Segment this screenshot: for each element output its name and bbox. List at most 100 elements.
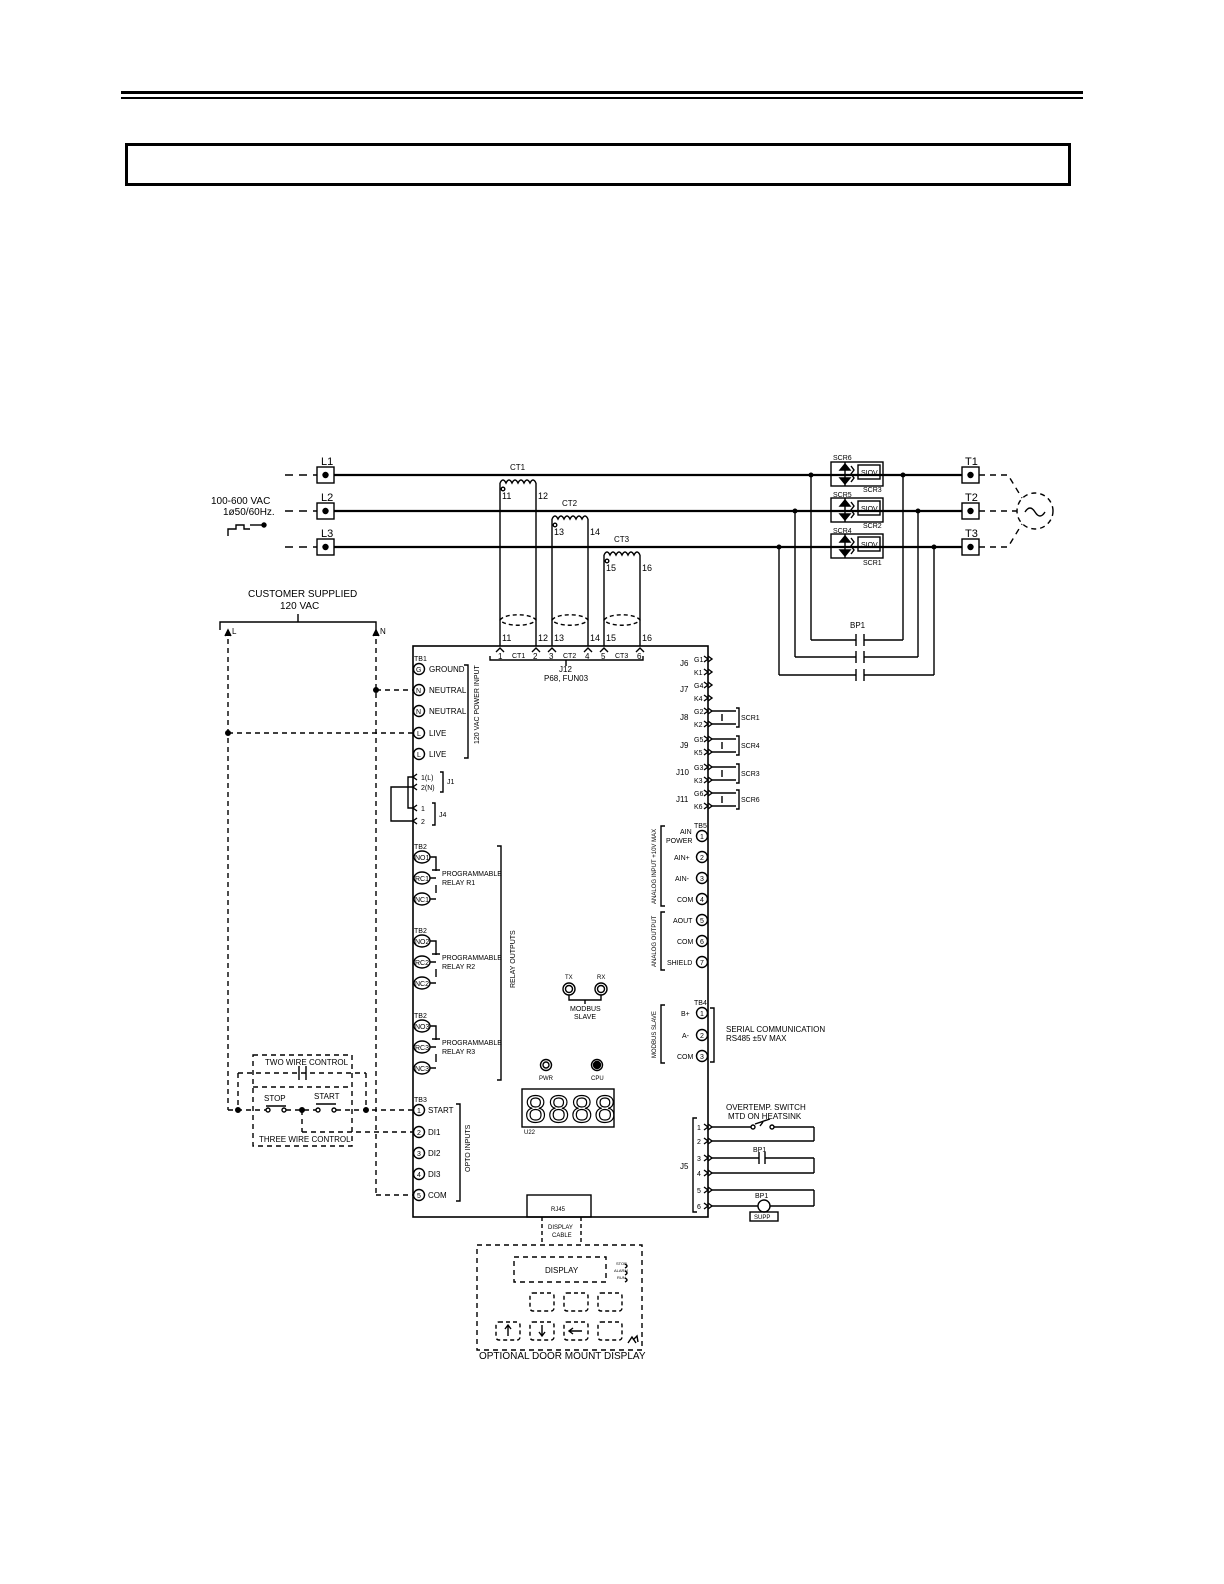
customer-l-label: L [232, 627, 237, 636]
tb3-terminal-circles [412, 1103, 461, 1202]
two-wire-label: TWO WIRE CONTROL [265, 1058, 349, 1067]
serial-comm-label: SERIAL COMMUNICATION [726, 1025, 825, 1034]
gate-connectors [703, 655, 740, 810]
tb2-label-3: TB2 [414, 1013, 427, 1020]
u22-label: U22 [524, 1130, 536, 1136]
j5-pin-1: 1 [697, 1125, 701, 1132]
board-indicators [521, 982, 615, 1245]
scr-block-1 [830, 461, 884, 487]
supply-phase-label: 1ø50/60Hz. [223, 507, 275, 518]
slave-label: SLAVE [574, 1014, 596, 1021]
power-lines [227, 466, 1054, 556]
start-stop-control-wiring [228, 1054, 413, 1196]
tb5-name-6: COM [677, 939, 694, 946]
j5-pin-4: 4 [697, 1171, 701, 1178]
tb3-name-2: DI1 [428, 1128, 441, 1137]
overtemp-label-2: MTD ON HEATSINK [728, 1112, 802, 1121]
tb5-name-5: AOUT [673, 918, 693, 925]
tb1-name-4: LIVE [429, 729, 446, 738]
j12-label: J12 [559, 665, 572, 674]
j12-pin-4: 4 [585, 652, 590, 661]
door-caption: OPTIONAL DOOR MOUNT DISPLAY [479, 1351, 646, 1362]
customer-n-label: N [380, 627, 386, 636]
tb1-sym-5: L [417, 752, 421, 759]
gate-pin-g2: G2 [694, 709, 703, 716]
tb4-group-label: MODBUS SLAVE [652, 1011, 658, 1058]
bypass-contactor-loops [778, 475, 935, 681]
gate-pin-k1: K1 [694, 670, 703, 677]
overtemp-label-1: OVERTEMP. SWITCH [726, 1103, 806, 1112]
tb3-sym-5: 5 [417, 1193, 421, 1200]
label-l3: L3 [321, 528, 333, 540]
j7-label: J7 [680, 685, 689, 694]
ct-wire-15: 15 [606, 633, 616, 643]
tb5-num-1: 1 [700, 834, 704, 841]
relay2-nc: NC2 [415, 981, 429, 988]
scr-assemblies [776, 461, 937, 681]
door-mount-display [476, 1244, 643, 1351]
gate-pin-k3: K3 [694, 778, 703, 785]
ct3-pin-15: 15 [606, 563, 616, 573]
ct1-pin-12: 12 [538, 491, 548, 501]
gate-pin-g6: G6 [694, 791, 703, 798]
gate-pin-g3: G3 [694, 765, 703, 772]
relay2-rc: RC2 [415, 960, 429, 967]
ct1-label: CT1 [510, 463, 526, 472]
ct3-label: CT3 [614, 535, 630, 544]
j5-bp1-label-2: BP1 [755, 1193, 768, 1200]
tb5-analog-input-group: ANALOG INPUT +10V MAX [652, 829, 658, 904]
relay1-nc: NC1 [415, 897, 429, 904]
j6-label: J6 [680, 659, 689, 668]
siov-label-3: SIOV [861, 542, 878, 549]
scr-block-2 [830, 497, 884, 523]
ct-wire-16: 16 [642, 633, 652, 643]
cpu-label: CPU [591, 1076, 604, 1082]
tb3-name-1: START [428, 1106, 454, 1115]
relay1-name: RELAY R1 [442, 880, 475, 887]
rj45-port [526, 1194, 592, 1218]
tb5-num-4: 4 [700, 897, 704, 904]
siov-label-2: SIOV [861, 506, 878, 513]
gate-pin-g5: G5 [694, 737, 703, 744]
door-display-label: DISPLAY [545, 1266, 579, 1275]
bp1-label: BP1 [850, 621, 866, 630]
j5-label: J5 [680, 1162, 689, 1171]
relay3-nc: NC3 [415, 1066, 429, 1073]
tb4-name-2: A- [682, 1033, 690, 1040]
relay3-name: RELAY R3 [442, 1049, 475, 1056]
rj45-label: RJ45 [551, 1207, 566, 1213]
tb1-name-1: GROUND [429, 665, 465, 674]
label-t3: T3 [965, 528, 978, 540]
tb5-num-2: 2 [700, 855, 704, 862]
relay3-prog: PROGRAMMABLE [442, 1040, 502, 1047]
j4-label: J4 [439, 812, 447, 819]
gate-pin-k5: K5 [694, 750, 703, 757]
j5-pin-3: 3 [697, 1156, 701, 1163]
control-board [412, 645, 709, 1218]
ct2-pin-13: 13 [554, 527, 564, 537]
tb1-name-3: NEUTRAL [429, 707, 467, 716]
door-alarm-label: ALARM [614, 1268, 628, 1273]
j10-label: J10 [676, 768, 689, 777]
j12-ct1-label: CT1 [512, 653, 525, 660]
tb5-analog-output-group: ANALOG OUTPUT [652, 915, 658, 967]
ct-wire-12: 12 [538, 633, 548, 643]
tb5-name-4: COM [677, 897, 694, 904]
tb3-label: TB3 [414, 1097, 427, 1104]
stop-label: STOP [264, 1094, 286, 1103]
gate-pin-k4: K4 [694, 696, 703, 703]
tb5-name-7: SHIELD [667, 960, 692, 967]
j5-pin-5: 5 [697, 1188, 701, 1195]
tb4-num-3: 3 [700, 1054, 704, 1061]
j11-scr-label: SCR6 [741, 797, 760, 804]
tb4-num-2: 2 [700, 1033, 704, 1040]
tb3-name-3: DI2 [428, 1149, 441, 1158]
scr-block-3 [830, 533, 884, 559]
label-t1: T1 [965, 456, 978, 468]
terminal-l3 [316, 538, 335, 556]
pwr-label: PWR [539, 1076, 554, 1082]
tb3-sym-1: 1 [417, 1108, 421, 1115]
relay2-prog: PROGRAMMABLE [442, 955, 502, 962]
relay1-no: NO1 [415, 855, 430, 862]
ct3-pin-16: 16 [642, 563, 652, 573]
